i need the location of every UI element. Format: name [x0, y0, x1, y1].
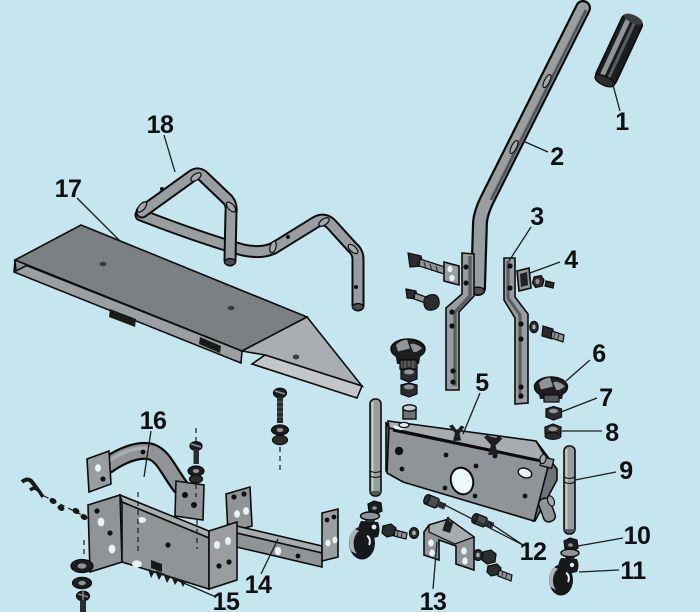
cotter-pins [20, 477, 88, 521]
callout-number-11: 11 [620, 557, 646, 585]
filler-neck [402, 404, 418, 420]
hinge-tube [537, 495, 557, 523]
leader-line-18 [163, 134, 176, 173]
callout-number-9: 9 [619, 457, 632, 485]
callout-number-16: 16 [140, 407, 167, 435]
leader-line-2 [522, 140, 549, 153]
part-swivel-caster [549, 548, 580, 596]
leader-line-12-1 [442, 503, 524, 546]
leader-line-9 [574, 471, 617, 481]
callout-number-6: 6 [592, 340, 605, 368]
leader-line-1 [612, 84, 621, 112]
leader-line-13 [432, 541, 438, 590]
callout-number-15: 15 [213, 588, 240, 612]
part-support-strap [86, 441, 205, 521]
part-handle-grip [594, 13, 644, 88]
bolt-and-washer-right [529, 320, 565, 343]
lift-fitting-small [449, 424, 465, 441]
part-support-rod [563, 445, 576, 535]
part-knob-cap-left [390, 338, 426, 370]
caster-left [349, 511, 381, 560]
leader-line-17 [76, 197, 121, 242]
leader-line-15 [155, 570, 217, 598]
washer-screw-stack [70, 558, 94, 612]
lift-fitting-large [484, 434, 503, 455]
callout-number-3: 3 [530, 203, 543, 231]
part-clevis-bracket [423, 517, 476, 572]
part-retainer-clip [516, 266, 555, 293]
bolts-near-bracket [381, 523, 513, 582]
callout-number-8: 8 [605, 419, 619, 447]
part-knob-cap [533, 376, 569, 403]
callout-number-5: 5 [475, 369, 489, 397]
part-notched-bracket [87, 493, 238, 591]
part-flange-nut [544, 423, 562, 440]
leader-line-6 [565, 359, 591, 382]
callout-number-1: 1 [615, 108, 629, 136]
leader-line-10 [577, 537, 624, 547]
part-frame-straps [445, 252, 529, 405]
part-push-handle-frame [134, 167, 365, 312]
nuts-left [400, 367, 418, 398]
screw-stack-a [270, 387, 290, 446]
part-main-body [385, 404, 558, 523]
part-u-channel-bracket [225, 485, 339, 569]
leader-line-3 [508, 226, 532, 262]
callout-number-18: 18 [147, 111, 174, 139]
callout-number-17: 17 [55, 175, 82, 203]
callout-number-14: 14 [245, 571, 272, 599]
part-cover-plate [13, 224, 365, 399]
callout-number-2: 2 [550, 143, 563, 171]
part-support-rod-left [369, 398, 382, 497]
leader-line-11 [578, 569, 620, 573]
leader-line-16 [143, 430, 152, 478]
callout-number-13: 13 [420, 588, 447, 612]
leader-line-5 [462, 392, 481, 435]
callout-number-12: 12 [520, 538, 547, 566]
end-cap-bolt [539, 453, 555, 470]
part-hex-nut [545, 405, 563, 421]
leader-line-12-2 [489, 522, 524, 546]
callout-number-4: 4 [564, 246, 578, 274]
bolt-and-plate-left [405, 252, 460, 311]
leader-line-14 [260, 538, 279, 575]
part-stem-nut [563, 537, 579, 552]
callout-number-10: 10 [624, 522, 651, 550]
assembly-dashed-lines [43, 428, 281, 558]
screw-stack-b [187, 441, 205, 484]
leader-line-4 [529, 261, 561, 274]
part-handle-tube [470, 0, 591, 296]
callout-number-7: 7 [599, 384, 612, 412]
leader-line-7 [560, 397, 598, 413]
